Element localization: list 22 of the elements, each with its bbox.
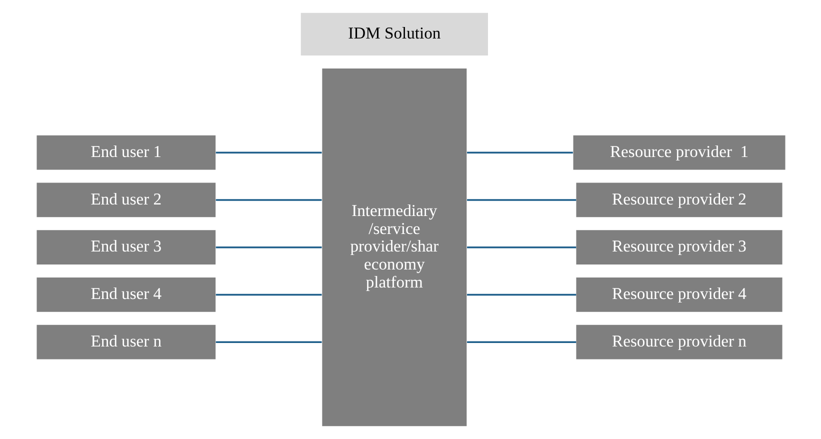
node-box: Resource provider 2: [576, 182, 782, 218]
connector: [215, 152, 322, 154]
connector: [466, 199, 576, 201]
node-box: End user 3: [36, 230, 216, 264]
connector: [466, 152, 572, 154]
connector: [466, 294, 576, 296]
connector: [466, 246, 576, 248]
connector: [215, 294, 322, 296]
connector: [466, 341, 576, 343]
node-box: Resource provider 1: [572, 135, 785, 170]
connector: [215, 341, 322, 343]
node-box: IDM Solution: [300, 12, 488, 56]
node-box: Resource provider 4: [576, 278, 782, 312]
node-box: Intermediary /service provider/shar economy platform: [322, 68, 466, 426]
connector: [215, 199, 322, 201]
node-box: Resource provider 3: [576, 230, 782, 264]
node-box: End user 2: [36, 182, 216, 218]
node-box: Resource provider n: [576, 324, 782, 360]
node-box: End user n: [36, 324, 216, 360]
node-box: End user 1: [36, 135, 216, 170]
connector: [215, 246, 322, 248]
node-box: End user 4: [36, 278, 216, 312]
